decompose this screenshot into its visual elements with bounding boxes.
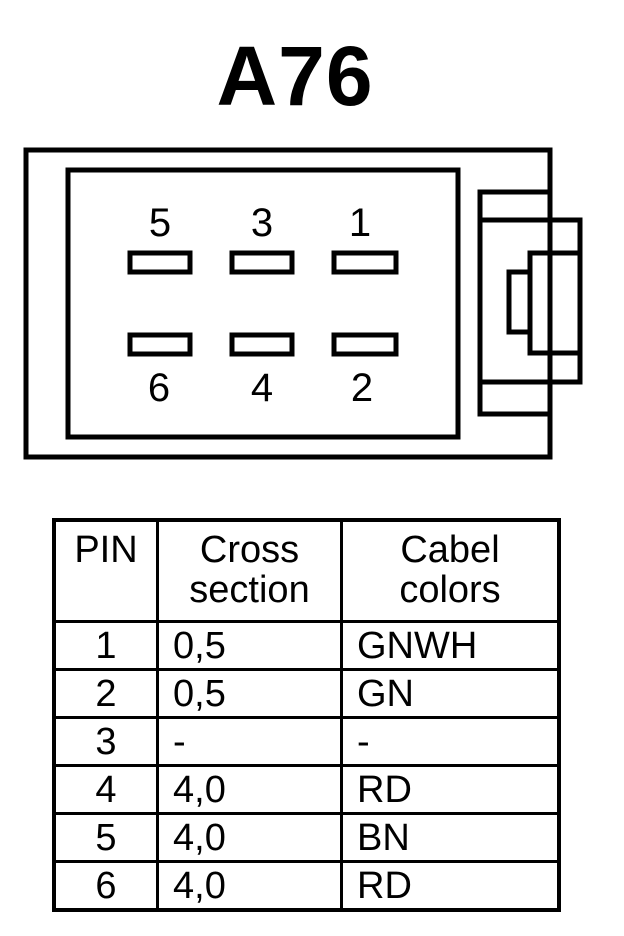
table-row: 5 4,0 BN	[52, 812, 561, 863]
pin-label-1: 1	[349, 201, 371, 245]
cell-cross-section: 0,5	[156, 668, 343, 719]
pin-label-5: 5	[149, 201, 171, 245]
cell-cable-color: BN	[340, 812, 561, 863]
cell-cross-section: 4,0	[156, 764, 343, 815]
table-row: 3 - -	[52, 716, 561, 767]
cell-cable-color: RD	[340, 860, 561, 912]
connector-title: A76	[216, 29, 374, 123]
cell-pin: 1	[52, 620, 159, 671]
connector-latch-outer	[480, 217, 583, 385]
connector-face	[65, 167, 461, 440]
pin-contact-2	[331, 332, 399, 357]
cell-cross-section: 4,0	[156, 812, 343, 863]
table-row: 4 4,0 RD	[52, 764, 561, 815]
cell-pin: 6	[52, 860, 159, 912]
table-row: 6 4,0 RD	[52, 860, 561, 912]
pin-label-3: 3	[251, 201, 273, 245]
connector-latch-key	[506, 269, 533, 335]
cell-cable-color: RD	[340, 764, 561, 815]
pin-contact-3	[229, 250, 295, 275]
cell-pin: 4	[52, 764, 159, 815]
header-pin: PIN	[52, 518, 159, 623]
cell-cable-color: GNWH	[340, 620, 561, 671]
cell-cross-section: -	[156, 716, 343, 767]
pin-label-2: 2	[351, 366, 373, 410]
pin-label-6: 6	[148, 366, 170, 410]
connector-latch-inner	[527, 250, 580, 356]
pin-contact-5	[127, 250, 193, 275]
pin-contact-4	[229, 332, 295, 357]
cell-pin: 2	[52, 668, 159, 719]
connector-diagram: 5 3 1 6 4 2	[23, 147, 583, 460]
cell-pin: 3	[52, 716, 159, 767]
table-row: 1 0,5 GNWH	[52, 620, 561, 671]
pin-contact-1	[331, 250, 399, 275]
cell-cross-section: 4,0	[156, 860, 343, 912]
cell-cross-section: 0,5	[156, 620, 343, 671]
cell-cable-color: -	[340, 716, 561, 767]
pin-contact-6	[127, 332, 193, 357]
cell-cable-color: GN	[340, 668, 561, 719]
pin-label-4: 4	[251, 366, 273, 410]
connector-housing	[23, 147, 553, 460]
table-row: 2 0,5 GN	[52, 668, 561, 719]
cell-pin: 5	[52, 812, 159, 863]
connector-latch	[477, 189, 550, 417]
